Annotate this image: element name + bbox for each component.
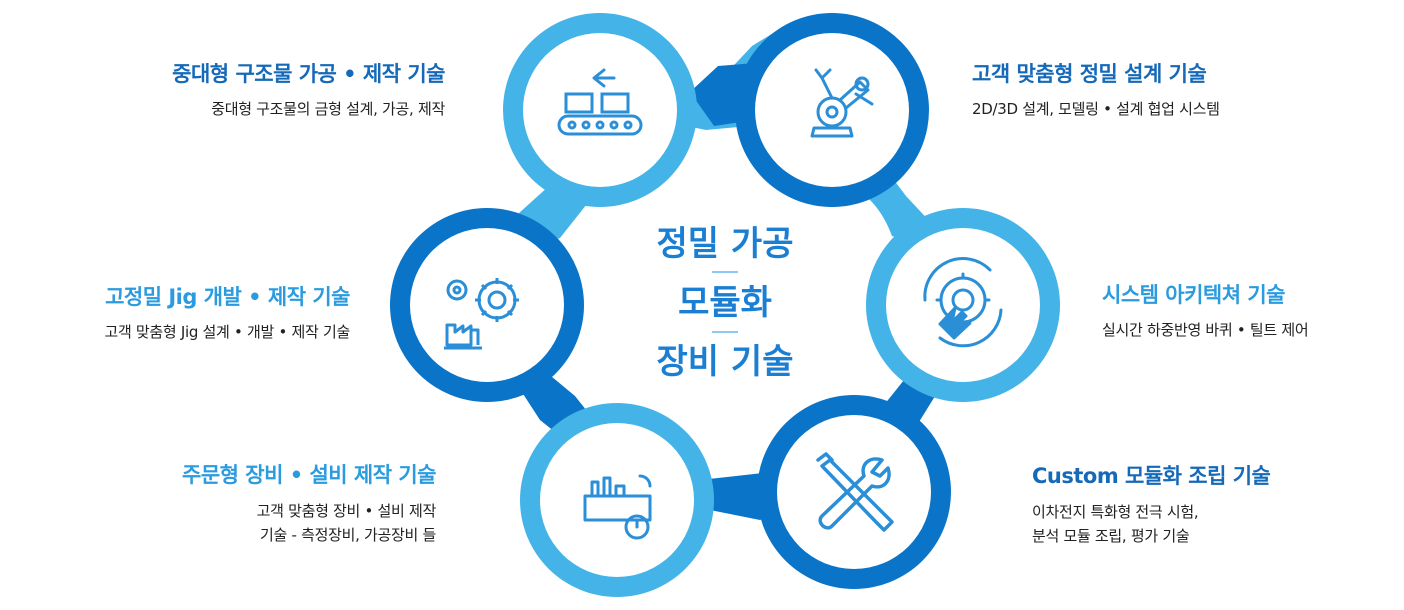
item-title: Custom 모듈화 조립 기술 — [1032, 464, 1271, 488]
item-desc: 고객 맞춤형 Jig 설계 • 개발 • 제작 기술 — [104, 323, 350, 341]
circle-right — [866, 208, 1060, 402]
robot-arm-icon — [810, 68, 874, 138]
circle-top-right — [735, 13, 929, 207]
tools-icon — [816, 452, 894, 532]
factory-power-icon — [583, 474, 652, 540]
circle-bottom-left — [520, 403, 714, 597]
center-blob — [556, 149, 902, 448]
center-separator-1 — [712, 271, 738, 273]
item-desc-line: 고객 맞춤형 장비 • 설비 제작 — [256, 502, 437, 520]
item-desc-line: 이차전지 특화형 전극 시험, — [1032, 503, 1199, 521]
item-top-right: 고객 맞춤형 정밀 설계 기술 2D/3D 설계, 모델링 • 설계 협업 시스… — [972, 58, 1220, 120]
item-title: 중대형 구조물 가공 • 제작 기술 — [172, 62, 445, 86]
item-desc: 이차전지 특화형 전극 시험, 분석 모듈 조립, 평가 기술 — [1032, 500, 1270, 548]
item-left: 고정밀 Jig 개발 • 제작 기술 고객 맞춤형 Jig 설계 • 개발 • … — [104, 281, 350, 343]
gears-factory-icon — [444, 278, 519, 350]
item-title: 주문형 장비 • 설비 제작 기술 — [182, 463, 437, 487]
item-top-left: 중대형 구조물 가공 • 제작 기술 중대형 구조물의 금형 설계, 가공, 제… — [172, 58, 445, 120]
center-title: 정밀 가공 모듈화 장비 기술 — [600, 215, 850, 392]
center-separator-2 — [712, 331, 738, 333]
center-title-line1: 정밀 가공 — [656, 224, 794, 264]
item-desc: 고객 맞춤형 장비 • 설비 제작 기술 - 측정장비, 가공장비 들 — [182, 499, 437, 547]
circle-left — [390, 208, 584, 402]
item-right: 시스템 아키텍쳐 기술 실시간 하중반영 바퀴 • 틸트 제어 — [1102, 279, 1309, 341]
item-desc-line: 분석 모듈 조립, 평가 기술 — [1032, 527, 1190, 545]
gear-cursor-icon — [923, 257, 1003, 348]
item-desc: 실시간 하중반영 바퀴 • 틸트 제어 — [1102, 321, 1309, 339]
circle-top-left — [503, 13, 697, 207]
center-title-line2: 모듈화 — [678, 283, 772, 323]
item-bottom-right: Custom 모듈화 조립 기술 이차전지 특화형 전극 시험, 분석 모듈 조… — [1032, 460, 1271, 548]
item-desc: 2D/3D 설계, 모델링 • 설계 협업 시스템 — [972, 100, 1220, 118]
item-desc-line: 기술 - 측정장비, 가공장비 들 — [260, 526, 436, 544]
circle-bottom-right — [757, 395, 951, 589]
item-title: 고정밀 Jig 개발 • 제작 기술 — [105, 285, 350, 309]
item-title: 고객 맞춤형 정밀 설계 기술 — [972, 62, 1207, 86]
item-bottom-left: 주문형 장비 • 설비 제작 기술 고객 맞춤형 장비 • 설비 제작 기술 -… — [182, 459, 437, 547]
conveyor-icon — [557, 68, 643, 136]
item-desc: 중대형 구조물의 금형 설계, 가공, 제작 — [211, 100, 445, 118]
center-title-line3: 장비 기술 — [656, 342, 794, 382]
item-title: 시스템 아키텍쳐 기술 — [1102, 283, 1286, 307]
